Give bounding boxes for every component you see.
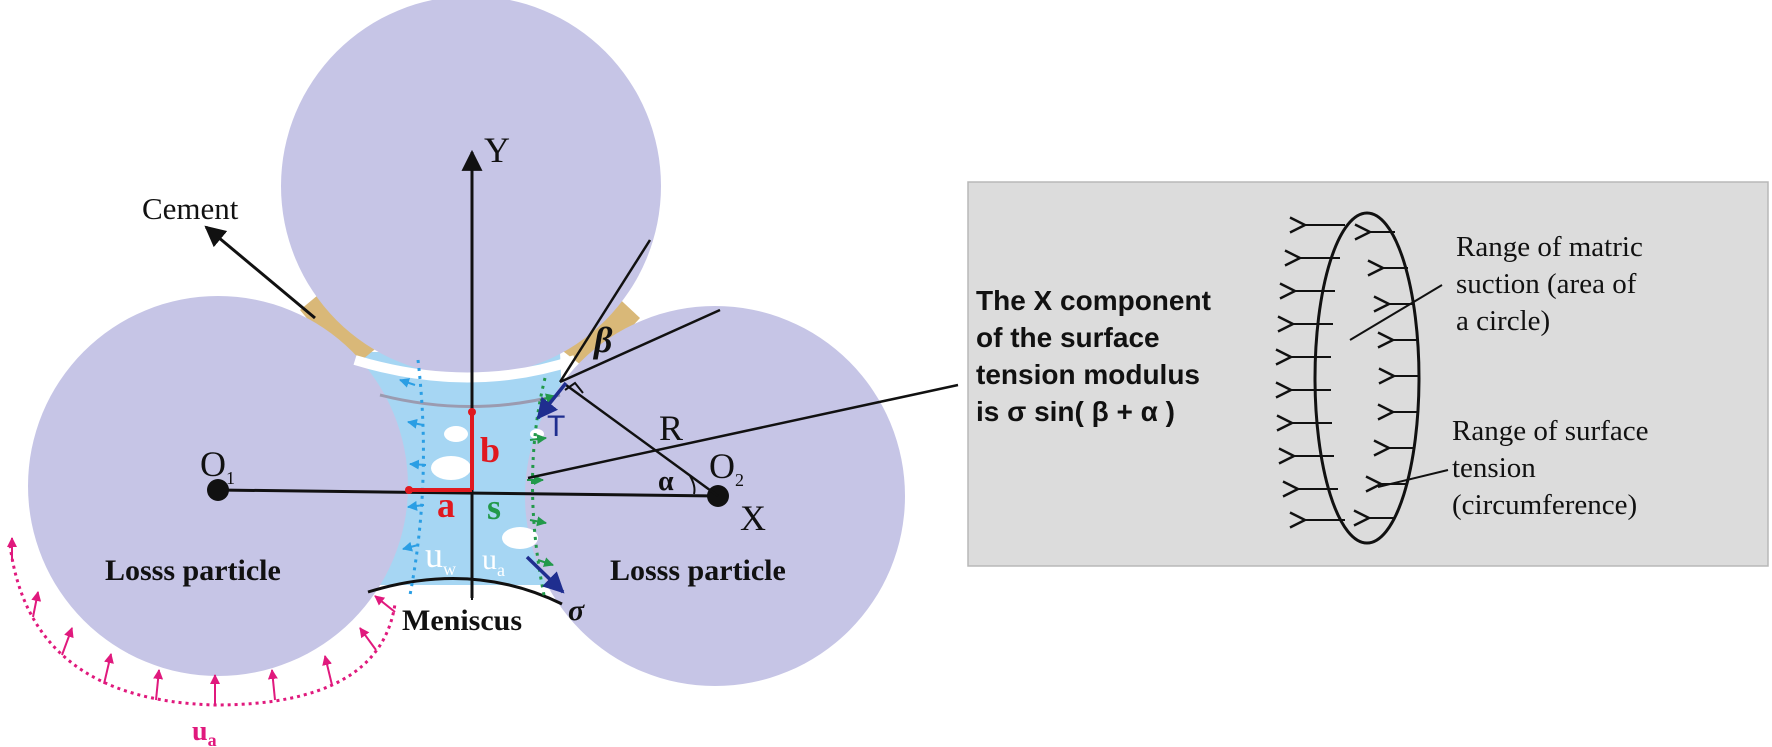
y-axis-label: Y [484, 130, 510, 170]
x-axis-label: X [740, 498, 766, 538]
s-label: s [487, 487, 501, 527]
inset-background [967, 181, 1769, 567]
cement-pointer [204, 225, 316, 320]
cement-bridge-left [300, 285, 380, 370]
x-axis [217, 488, 719, 498]
alpha-arc [689, 475, 696, 495]
radius-line [565, 383, 719, 498]
inset-right-arrows [1369, 232, 1419, 518]
matric-suction-text: Range of matric suction (area of a circl… [1456, 231, 1650, 337]
sigma-label: σ [568, 594, 585, 627]
inset-left-arrows [1291, 225, 1345, 520]
particle-left-label: Losss particle [105, 554, 281, 587]
air-gap-arc [353, 355, 577, 383]
surface-tension-text: Range of surface tension (circumference) [1452, 415, 1656, 521]
o1-label: O1 [200, 444, 235, 488]
inset-ellipse [1313, 211, 1421, 545]
tangent-line [558, 239, 652, 383]
right-angle-mark [564, 381, 584, 394]
segment-a-end [405, 486, 413, 494]
a-label: a [437, 485, 455, 525]
callout-line [527, 383, 959, 480]
segment-b-end [468, 408, 476, 416]
beta-line [559, 308, 721, 384]
air-bubble [431, 456, 471, 480]
ua-outer-label: ua [192, 716, 217, 747]
cement-label: Cement [142, 191, 239, 226]
t-label: T [547, 410, 565, 443]
meniscus-label: Meniscus [402, 604, 522, 637]
beta-label: β [592, 320, 613, 360]
air-bubble [530, 429, 544, 439]
cement-bridge-right [555, 290, 640, 372]
particle-right-label: Losss particle [610, 554, 786, 587]
uw-arrows [399, 378, 427, 552]
air-bubble [502, 527, 538, 549]
x-component-text: The X component of the surface tension m… [976, 285, 1219, 427]
ua-outer-arrows [6, 537, 396, 705]
t-arrow [536, 381, 568, 420]
tension-pointer [1377, 469, 1449, 488]
meniscus-curve [367, 577, 563, 606]
center-o1 [207, 479, 229, 501]
r-label: R [659, 408, 683, 448]
ua-inner-label: ua [482, 543, 505, 580]
sigma-arrow [525, 555, 565, 594]
matric-pointer [1349, 284, 1443, 341]
inset-panel: The X component of the surface tension m… [967, 181, 1769, 567]
alpha-label: α [658, 466, 674, 497]
o2-label: O2 [709, 446, 744, 490]
air-bubble [444, 426, 468, 442]
uw-label: uw [425, 535, 456, 579]
b-label: b [480, 430, 500, 470]
